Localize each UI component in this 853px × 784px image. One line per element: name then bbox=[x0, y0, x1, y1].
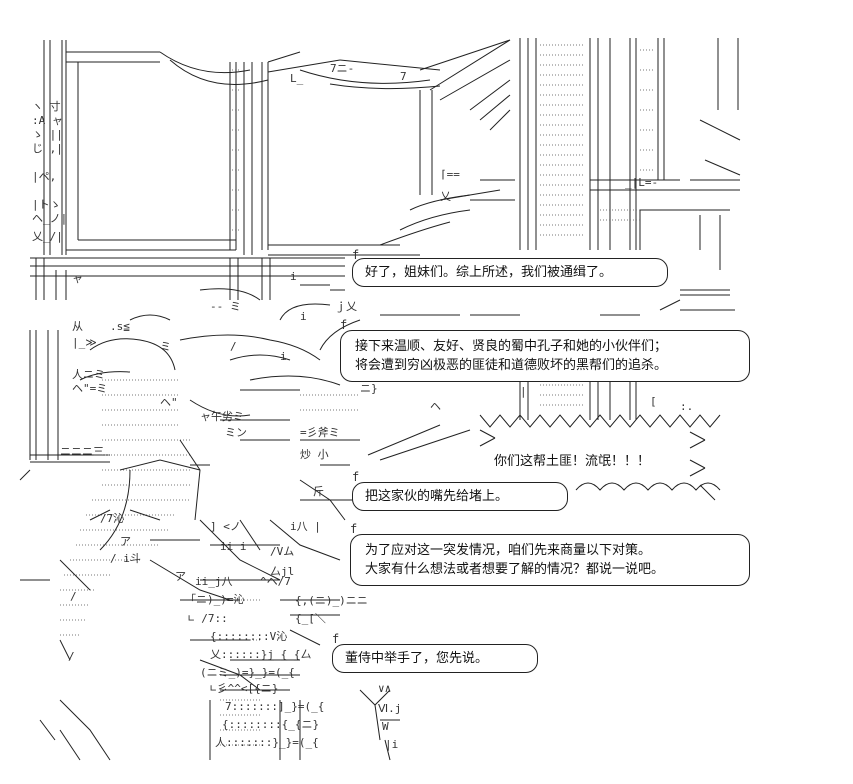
svg-text:ii_j八: ii_j八 bbox=[195, 575, 233, 588]
svg-text:ヘ: ヘ bbox=[430, 400, 441, 413]
svg-text:{::::::::{_{ニ}: {::::::::{_{ニ} bbox=[222, 718, 319, 731]
bubble-1-text: 好了，姐妹们。综上所述，我们被通缉了。 bbox=[365, 265, 613, 280]
svg-text:ｊ乂: ｊ乂 bbox=[335, 300, 357, 313]
svg-text:ミン: ミン bbox=[225, 426, 247, 439]
svg-text:ャ午劣ミ: ャ午劣ミ bbox=[200, 409, 244, 423]
ascii-glyphs: ヽ 寸 :A ャ ゝ || じ ,| |ペ, |トゝ ヘ_ノ| 乂_/| ャ 从… bbox=[32, 62, 693, 751]
svg-text:=彡斧ミ: =彡斧ミ bbox=[300, 426, 340, 439]
svg-text:ャ: ャ bbox=[72, 272, 83, 285]
svg-text:^ヘ/7: ^ヘ/7 bbox=[260, 575, 291, 588]
svg-text:(ニミ_)=}_}=(_{: (ニミ_)=}_}=(_{ bbox=[200, 666, 295, 679]
svg-text:ヘ"=ミ: ヘ"=ミ bbox=[72, 382, 107, 395]
svg-text:{,(ニ)_)ニニ: {,(ニ)_)ニニ bbox=[295, 594, 368, 607]
svg-text:ヘ_ノ|: ヘ_ノ| bbox=[32, 212, 67, 225]
speech-bubble-1: 好了，姐妹们。综上所述，我们被通缉了。 bbox=[352, 258, 668, 287]
speech-bubble-2: 接下来温顺、友好、贤良的蜀中孔子和她的小伙伴们； 将会遭到穷凶极恶的匪徒和道德败… bbox=[340, 330, 750, 382]
bubble-2-line-1: 接下来温顺、友好、贤良的蜀中孔子和她的小伙伴们； bbox=[355, 339, 668, 354]
svg-text:ヘ": ヘ" bbox=[160, 396, 178, 409]
svg-text:[: [ bbox=[650, 395, 657, 408]
svg-text:] <ノ: ] <ノ bbox=[210, 520, 241, 533]
svg-text:じ ,|: じ ,| bbox=[32, 142, 63, 155]
svg-text:炒 小: 炒 小 bbox=[300, 448, 329, 461]
bubble-3-text: 把这家伙的嘴先给堵上。 bbox=[365, 489, 509, 504]
svg-text:i八 |: i八 | bbox=[290, 520, 321, 533]
svg-text:|: | bbox=[520, 385, 527, 398]
svg-text:i: i bbox=[280, 350, 287, 363]
svg-text:i: i bbox=[300, 310, 307, 323]
svg-text:|トゝ: |トゝ bbox=[32, 198, 61, 211]
svg-text:ニニニ三: ニニニ三 bbox=[60, 445, 104, 458]
dotted-shading bbox=[60, 45, 655, 745]
floor-boards bbox=[30, 258, 345, 462]
speech-bubble-5: 董侍中举手了，您先说。 bbox=[332, 644, 538, 673]
svg-text:/7沁: /7沁 bbox=[100, 512, 124, 525]
svg-text:ア: ア bbox=[120, 535, 131, 548]
svg-text::A ャ: :A ャ bbox=[32, 114, 63, 127]
bubble-4-line-2: 大家有什么想法或者想要了解的情况？都说一说吧。 bbox=[365, 562, 665, 577]
svg-text:/: / bbox=[68, 650, 75, 663]
svg-text:ア: ア bbox=[175, 570, 186, 583]
bubble-4-line-1: 为了应对这一突发情况，咱们先来商量以下对策。 bbox=[365, 543, 652, 558]
speech-bubble-3: 把这家伙的嘴先给堵上。 bbox=[352, 482, 568, 511]
svg-text:/: / bbox=[70, 590, 77, 603]
bubble-tail: f bbox=[352, 470, 360, 484]
svg-text:∟彡^^<[{ニ}: ∟彡^^<[{ニ} bbox=[210, 682, 278, 695]
svg-text:乂: 乂 bbox=[440, 190, 451, 203]
svg-text:/: / bbox=[230, 340, 237, 353]
svg-text:⌈==: ⌈== bbox=[440, 168, 460, 181]
svg-text:|i: |i bbox=[385, 738, 398, 751]
svg-text:ミ: ミ bbox=[160, 340, 171, 353]
svg-text:/ i斗: / i斗 bbox=[110, 552, 141, 565]
svg-text:/Vム: /Vム bbox=[270, 545, 294, 558]
bubble-5-text: 董侍中举手了，您先说。 bbox=[345, 651, 489, 666]
shout-waves bbox=[368, 415, 720, 500]
svg-text:7: 7 bbox=[400, 70, 407, 83]
svg-text:|ペ,: |ペ, bbox=[32, 170, 56, 183]
svg-text:W: W bbox=[382, 720, 389, 733]
speech-bubble-4: 为了应对这一突发情况，咱们先来商量以下对策。 大家有什么想法或者想要了解的情况？… bbox=[350, 534, 750, 586]
svg-text:ヽ 寸: ヽ 寸 bbox=[32, 99, 61, 113]
svg-text:Ⅵ.j: Ⅵ.j bbox=[378, 702, 401, 715]
svg-text:ゝ ||: ゝ || bbox=[32, 128, 63, 141]
svg-text:.s≦: .s≦ bbox=[110, 320, 130, 333]
svg-text:ii i: ii i bbox=[220, 540, 247, 553]
bubble-tail: f bbox=[332, 632, 340, 646]
pillars bbox=[520, 38, 740, 420]
svg-text:∟ /7::: ∟ /7:: bbox=[188, 612, 228, 625]
svg-text:‐- ミ: ‐- ミ bbox=[210, 300, 241, 313]
ascii-details bbox=[20, 180, 680, 760]
svg-text:7:::::::]_}=(_{: 7:::::::]_}=(_{ bbox=[225, 700, 324, 713]
svg-text:∨∧: ∨∧ bbox=[378, 682, 391, 695]
svg-text:厶jl: 厶jl bbox=[270, 565, 294, 578]
svg-text:人:::::::}_}=(_{: 人:::::::}_}=(_{ bbox=[215, 736, 319, 749]
svg-text:ニ}: ニ} bbox=[360, 382, 378, 395]
shout-line: 你们这帮土匪！流氓！！！ bbox=[494, 454, 651, 469]
bubble-tail: f bbox=[352, 248, 360, 262]
curtain-sweep bbox=[160, 40, 740, 245]
svg-text:L_: L_ bbox=[290, 72, 304, 85]
svg-text:「ニ)_)=沁: 「ニ)_)=沁 bbox=[185, 593, 245, 606]
svg-text:人ニミ: 人ニミ bbox=[72, 368, 105, 381]
svg-text:{::::::::V沁: {::::::::V沁 bbox=[210, 630, 287, 643]
svg-text:乂_/|: 乂_/| bbox=[32, 230, 63, 243]
svg-text:从: 从 bbox=[72, 320, 83, 333]
svg-text:i: i bbox=[290, 270, 297, 283]
window-frame bbox=[44, 40, 440, 255]
svg-text:乂::::::}j_{_{厶: 乂::::::}j_{_{厶 bbox=[210, 648, 311, 661]
svg-text:{_[＼: {_[＼ bbox=[295, 612, 326, 625]
svg-text:斤: 斤 bbox=[313, 485, 324, 498]
shout-text: 你们这帮土匪！流氓！！！ bbox=[494, 450, 650, 469]
svg-text:_|L=-: _|L=- bbox=[625, 176, 658, 189]
svg-text::.: :. bbox=[680, 400, 693, 413]
svg-text:|_≫: |_≫ bbox=[72, 336, 97, 349]
bubble-tail: f bbox=[340, 318, 348, 332]
bubble-2-line-2: 将会遭到穷凶极恶的匪徒和道德败坏的黑帮们的追杀。 bbox=[355, 358, 668, 373]
bubble-tail: f bbox=[350, 522, 358, 536]
svg-text:7ニ-: 7ニ- bbox=[330, 62, 354, 75]
